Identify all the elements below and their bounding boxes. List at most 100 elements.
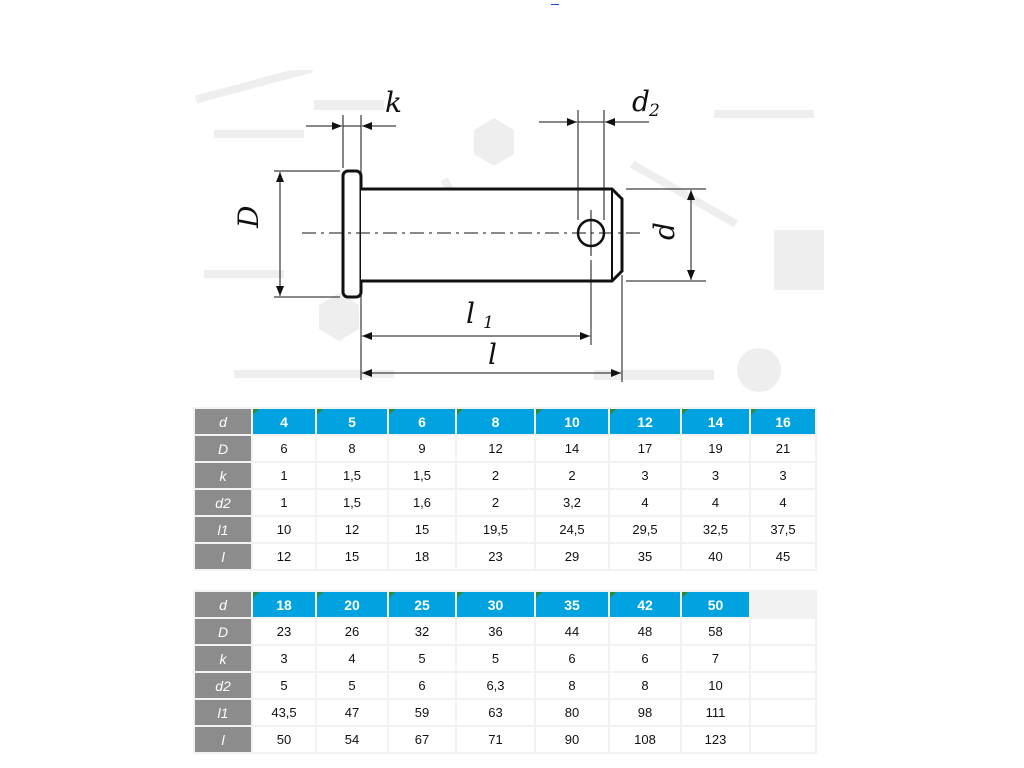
table-cell: 5 (457, 646, 534, 671)
table-cell: 1,5 (317, 463, 387, 488)
column-header: 35 (536, 592, 608, 617)
column-header: 20 (317, 592, 387, 617)
table-cell: 3 (253, 646, 315, 671)
table-cell: 6 (610, 646, 680, 671)
table-cell: 48 (610, 619, 680, 644)
label-l: l (488, 338, 497, 371)
table-cell: 37,5 (751, 517, 815, 542)
table-cell: 2 (457, 463, 534, 488)
table-cell: 45 (751, 544, 815, 569)
table-cell: 6 (253, 436, 315, 461)
table-cell: 23 (253, 619, 315, 644)
table-cell: 35 (610, 544, 680, 569)
table-cell: 19,5 (457, 517, 534, 542)
table-cell: 47 (317, 700, 387, 725)
table-cell: 19 (682, 436, 749, 461)
empty-cell (751, 700, 815, 725)
table-cell: 1 (253, 463, 315, 488)
table-cell: 12 (253, 544, 315, 569)
table-cell: 21 (751, 436, 815, 461)
table-cell: 29 (536, 544, 608, 569)
table-cell: 1,5 (389, 463, 455, 488)
row-label: k (195, 463, 251, 488)
table-cell: 15 (317, 544, 387, 569)
column-header: 8 (457, 409, 534, 434)
column-header: 18 (253, 592, 315, 617)
row-label: D (195, 436, 251, 461)
table-cell: 44 (536, 619, 608, 644)
column-header: 12 (610, 409, 680, 434)
table-cell: 36 (457, 619, 534, 644)
table-cell: 58 (682, 619, 749, 644)
row-label: d2 (195, 490, 251, 515)
row-label: d (195, 592, 251, 617)
table-cell: 32 (389, 619, 455, 644)
empty-cell (751, 727, 815, 752)
table-cell: 1,5 (317, 490, 387, 515)
empty-cell (751, 619, 815, 644)
table-cell: 43,5 (253, 700, 315, 725)
table-cell: 8 (536, 673, 608, 698)
table-cell: 18 (389, 544, 455, 569)
table-cell: 71 (457, 727, 534, 752)
top-link-mark[interactable] (551, 0, 559, 5)
column-header: 30 (457, 592, 534, 617)
table-cell: 59 (389, 700, 455, 725)
table-cell: 40 (682, 544, 749, 569)
column-header: 50 (682, 592, 749, 617)
column-header: 42 (610, 592, 680, 617)
table-cell: 111 (682, 700, 749, 725)
table-cell: 123 (682, 727, 749, 752)
table-cell: 6 (536, 646, 608, 671)
row-label: l1 (195, 700, 251, 725)
table-cell: 5 (317, 673, 387, 698)
table-cell: 80 (536, 700, 608, 725)
table-cell: 98 (610, 700, 680, 725)
table-cell: 5 (253, 673, 315, 698)
label-d2-sub: 2 (648, 101, 660, 121)
table-cell: 8 (610, 673, 680, 698)
empty-cell (751, 646, 815, 671)
table-cell: 17 (610, 436, 680, 461)
table-cell: 3 (682, 463, 749, 488)
label-d2: d (632, 85, 650, 118)
clevis-pin-drawing: k d 2 D d l 1 l (194, 70, 830, 406)
column-header: 5 (317, 409, 387, 434)
table-cell: 26 (317, 619, 387, 644)
column-header: 6 (389, 409, 455, 434)
column-header: 4 (253, 409, 315, 434)
table-cell: 10 (253, 517, 315, 542)
table-cell: 8 (317, 436, 387, 461)
column-header: 10 (536, 409, 608, 434)
table-cell: 6 (389, 673, 455, 698)
table-cell: 9 (389, 436, 455, 461)
table-cell: 3 (610, 463, 680, 488)
table-cell: 4 (317, 646, 387, 671)
table-cell: 32,5 (682, 517, 749, 542)
row-label: d2 (195, 673, 251, 698)
row-label: l (195, 544, 251, 569)
row-label: l1 (195, 517, 251, 542)
table-cell: 24,5 (536, 517, 608, 542)
column-header: 25 (389, 592, 455, 617)
row-label: k (195, 646, 251, 671)
table-cell: 23 (457, 544, 534, 569)
table-cell: 14 (536, 436, 608, 461)
table-cell: 4 (751, 490, 815, 515)
empty-cell (751, 592, 815, 617)
row-label: l (195, 727, 251, 752)
table-cell: 5 (389, 646, 455, 671)
label-l1: l (466, 297, 475, 330)
table-cell: 12 (457, 436, 534, 461)
table-cell: 63 (457, 700, 534, 725)
